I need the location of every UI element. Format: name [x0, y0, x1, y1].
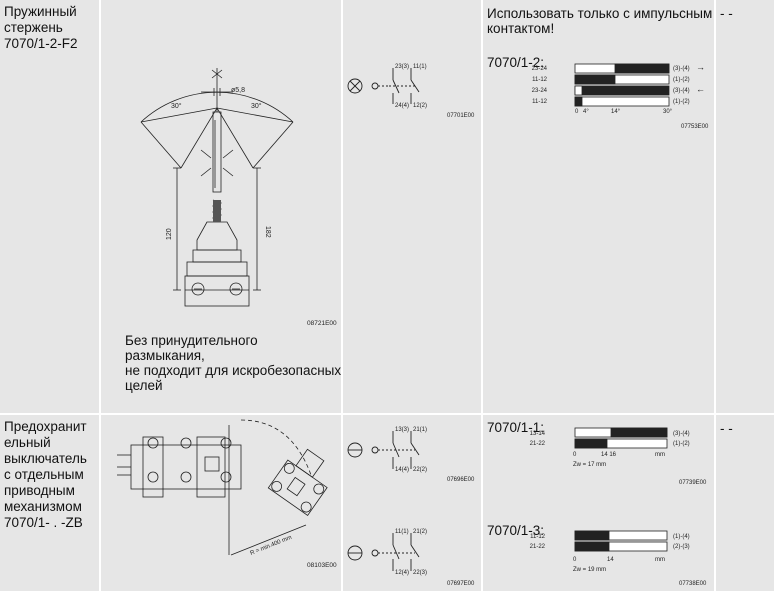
angle-left-label: 30°	[171, 102, 182, 110]
term-24-4: 24(4)	[395, 103, 409, 109]
drawing-code-08721: 08721E00	[307, 320, 337, 327]
prog3-row2-left: 21-22	[530, 544, 546, 550]
prog1-row3-right: (3)-(4)	[673, 88, 690, 94]
diameter-label: ø5,8	[231, 87, 245, 94]
prog1-row3-left: 23-24	[532, 88, 548, 94]
term-11-1b: 11(1)	[395, 529, 409, 535]
schematic-code-07696: 07696E00	[447, 477, 475, 483]
switching-program-7070-1-3: 11-12 21-22 (1)-(4) (2)-(3) 0 14 mm Zw =…	[530, 530, 707, 587]
term-13-3: 13(3)	[395, 427, 409, 433]
row2-name-cell: Предохранит ельный выключатель с отдельн…	[0, 415, 99, 591]
row1-dash: - -	[720, 6, 733, 21]
spring-rod-drawing: ø5,8 30° 30° 120 182 08721E00	[140, 68, 337, 327]
row1-note: Без принудительного размыкания, не подхо…	[125, 333, 342, 393]
prog3-axis-0: 0	[573, 557, 577, 563]
program-code-07753: 07753E00	[681, 124, 709, 130]
prog2-row2-left: 21-22	[530, 441, 546, 447]
height-182-label: 182	[264, 226, 271, 238]
prog2-row1-right: (3)-(4)	[673, 431, 690, 437]
prog1-row2-left: 11-12	[532, 77, 548, 83]
prog1-axis-4: 4°	[583, 109, 589, 115]
prog3-zw: Zw = 19 mm	[573, 567, 606, 573]
program-code-07738: 07738E00	[679, 581, 707, 587]
prog2-axis-14-16: 14 16	[601, 452, 617, 458]
prog3-row1-left: 11-12	[530, 534, 546, 540]
schematic-code-07697: 07697E00	[447, 581, 475, 587]
contact-schematic-1: 23(3) 11(1) 24(4) 12(2) 07701E00	[347, 64, 475, 119]
prog2-zw: Zw = 17 mm	[573, 462, 606, 468]
prog1-axis-0: 0	[575, 109, 579, 115]
prog1-row1-left: 23-24	[532, 66, 548, 72]
term-21-1: 21(1)	[413, 427, 427, 433]
program-code-07739: 07739E00	[679, 480, 707, 486]
prog3-axis-14: 14	[607, 557, 614, 563]
arrow-left-icon: ←	[696, 84, 705, 94]
prog1-row2-right: (1)-(2)	[673, 77, 690, 83]
prog2-axis-0: 0	[573, 452, 577, 458]
row1-last-cell	[716, 0, 774, 413]
term-12-4: 12(4)	[395, 570, 409, 576]
prog1-row4-right: (1)-(2)	[673, 99, 690, 105]
program-title-7070-1-3: 7070/1-3:	[487, 523, 545, 538]
prog1-axis-14: 14°	[611, 109, 621, 115]
switching-program-7070-1-1: 13-14 21-22 (3)-(4) (1)-(2) 0 14 16 mm Z…	[530, 427, 707, 486]
prog1-axis-30: 30°	[663, 109, 673, 115]
prog3-row1-right: (1)-(4)	[673, 534, 690, 540]
term-23-3: 23(3)	[395, 64, 409, 70]
term-11-1: 11(1)	[413, 64, 427, 70]
prog3-axis-mm: mm	[655, 557, 665, 563]
program-title-7070-1-2: 7070/1-2:	[487, 55, 545, 70]
prog2-row1-left: 13-14	[530, 431, 546, 437]
row1-schematic-cell	[343, 0, 481, 413]
program-title-7070-1-1: 7070/1-1:	[487, 420, 545, 435]
angle-right-label: 30°	[251, 102, 262, 110]
term-22-3: 22(3)	[413, 570, 427, 576]
separate-actuator-drawing: R = min.400 mm 08103E00	[117, 419, 337, 569]
row1-name: Пружинный стержень 7070/1-2-F2	[4, 4, 78, 51]
row1-name-cell: Пружинный стержень 7070/1-2-F2	[0, 0, 99, 413]
drawing-code-08103: 08103E00	[307, 562, 337, 569]
prog3-row2-right: (2)-(3)	[673, 544, 690, 550]
row2-name: Предохранит ельный выключатель с отдельн…	[4, 419, 87, 530]
prog1-row4-left: 11-12	[532, 99, 548, 105]
schematic-code-07701: 07701E00	[447, 113, 475, 119]
prog1-row1-right: (3)-(4)	[673, 66, 690, 72]
usage-note: Использовать только с импульсным контакт…	[487, 6, 713, 36]
row2-last-cell	[716, 415, 774, 591]
term-14-4: 14(4)	[395, 467, 409, 473]
height-120-label: 120	[166, 228, 173, 240]
radius-label: R = min.400 mm	[250, 535, 293, 557]
prog2-axis-mm: mm	[655, 452, 665, 458]
arrow-right-icon: →	[696, 62, 705, 72]
term-12-2: 12(2)	[413, 103, 427, 109]
term-21-2: 21(2)	[413, 529, 427, 535]
switching-program-7070-1-2: 23-24 11-12 23-24 11-12 (3)-(4) (1)-(2) …	[532, 62, 709, 130]
term-22-2: 22(2)	[413, 467, 427, 473]
contact-schematic-2: 13(3) 21(1) 14(4) 22(2) 07696E00 11(1) 2…	[347, 427, 475, 587]
row2-dash: - -	[720, 421, 733, 436]
prog2-row2-right: (1)-(2)	[673, 441, 690, 447]
